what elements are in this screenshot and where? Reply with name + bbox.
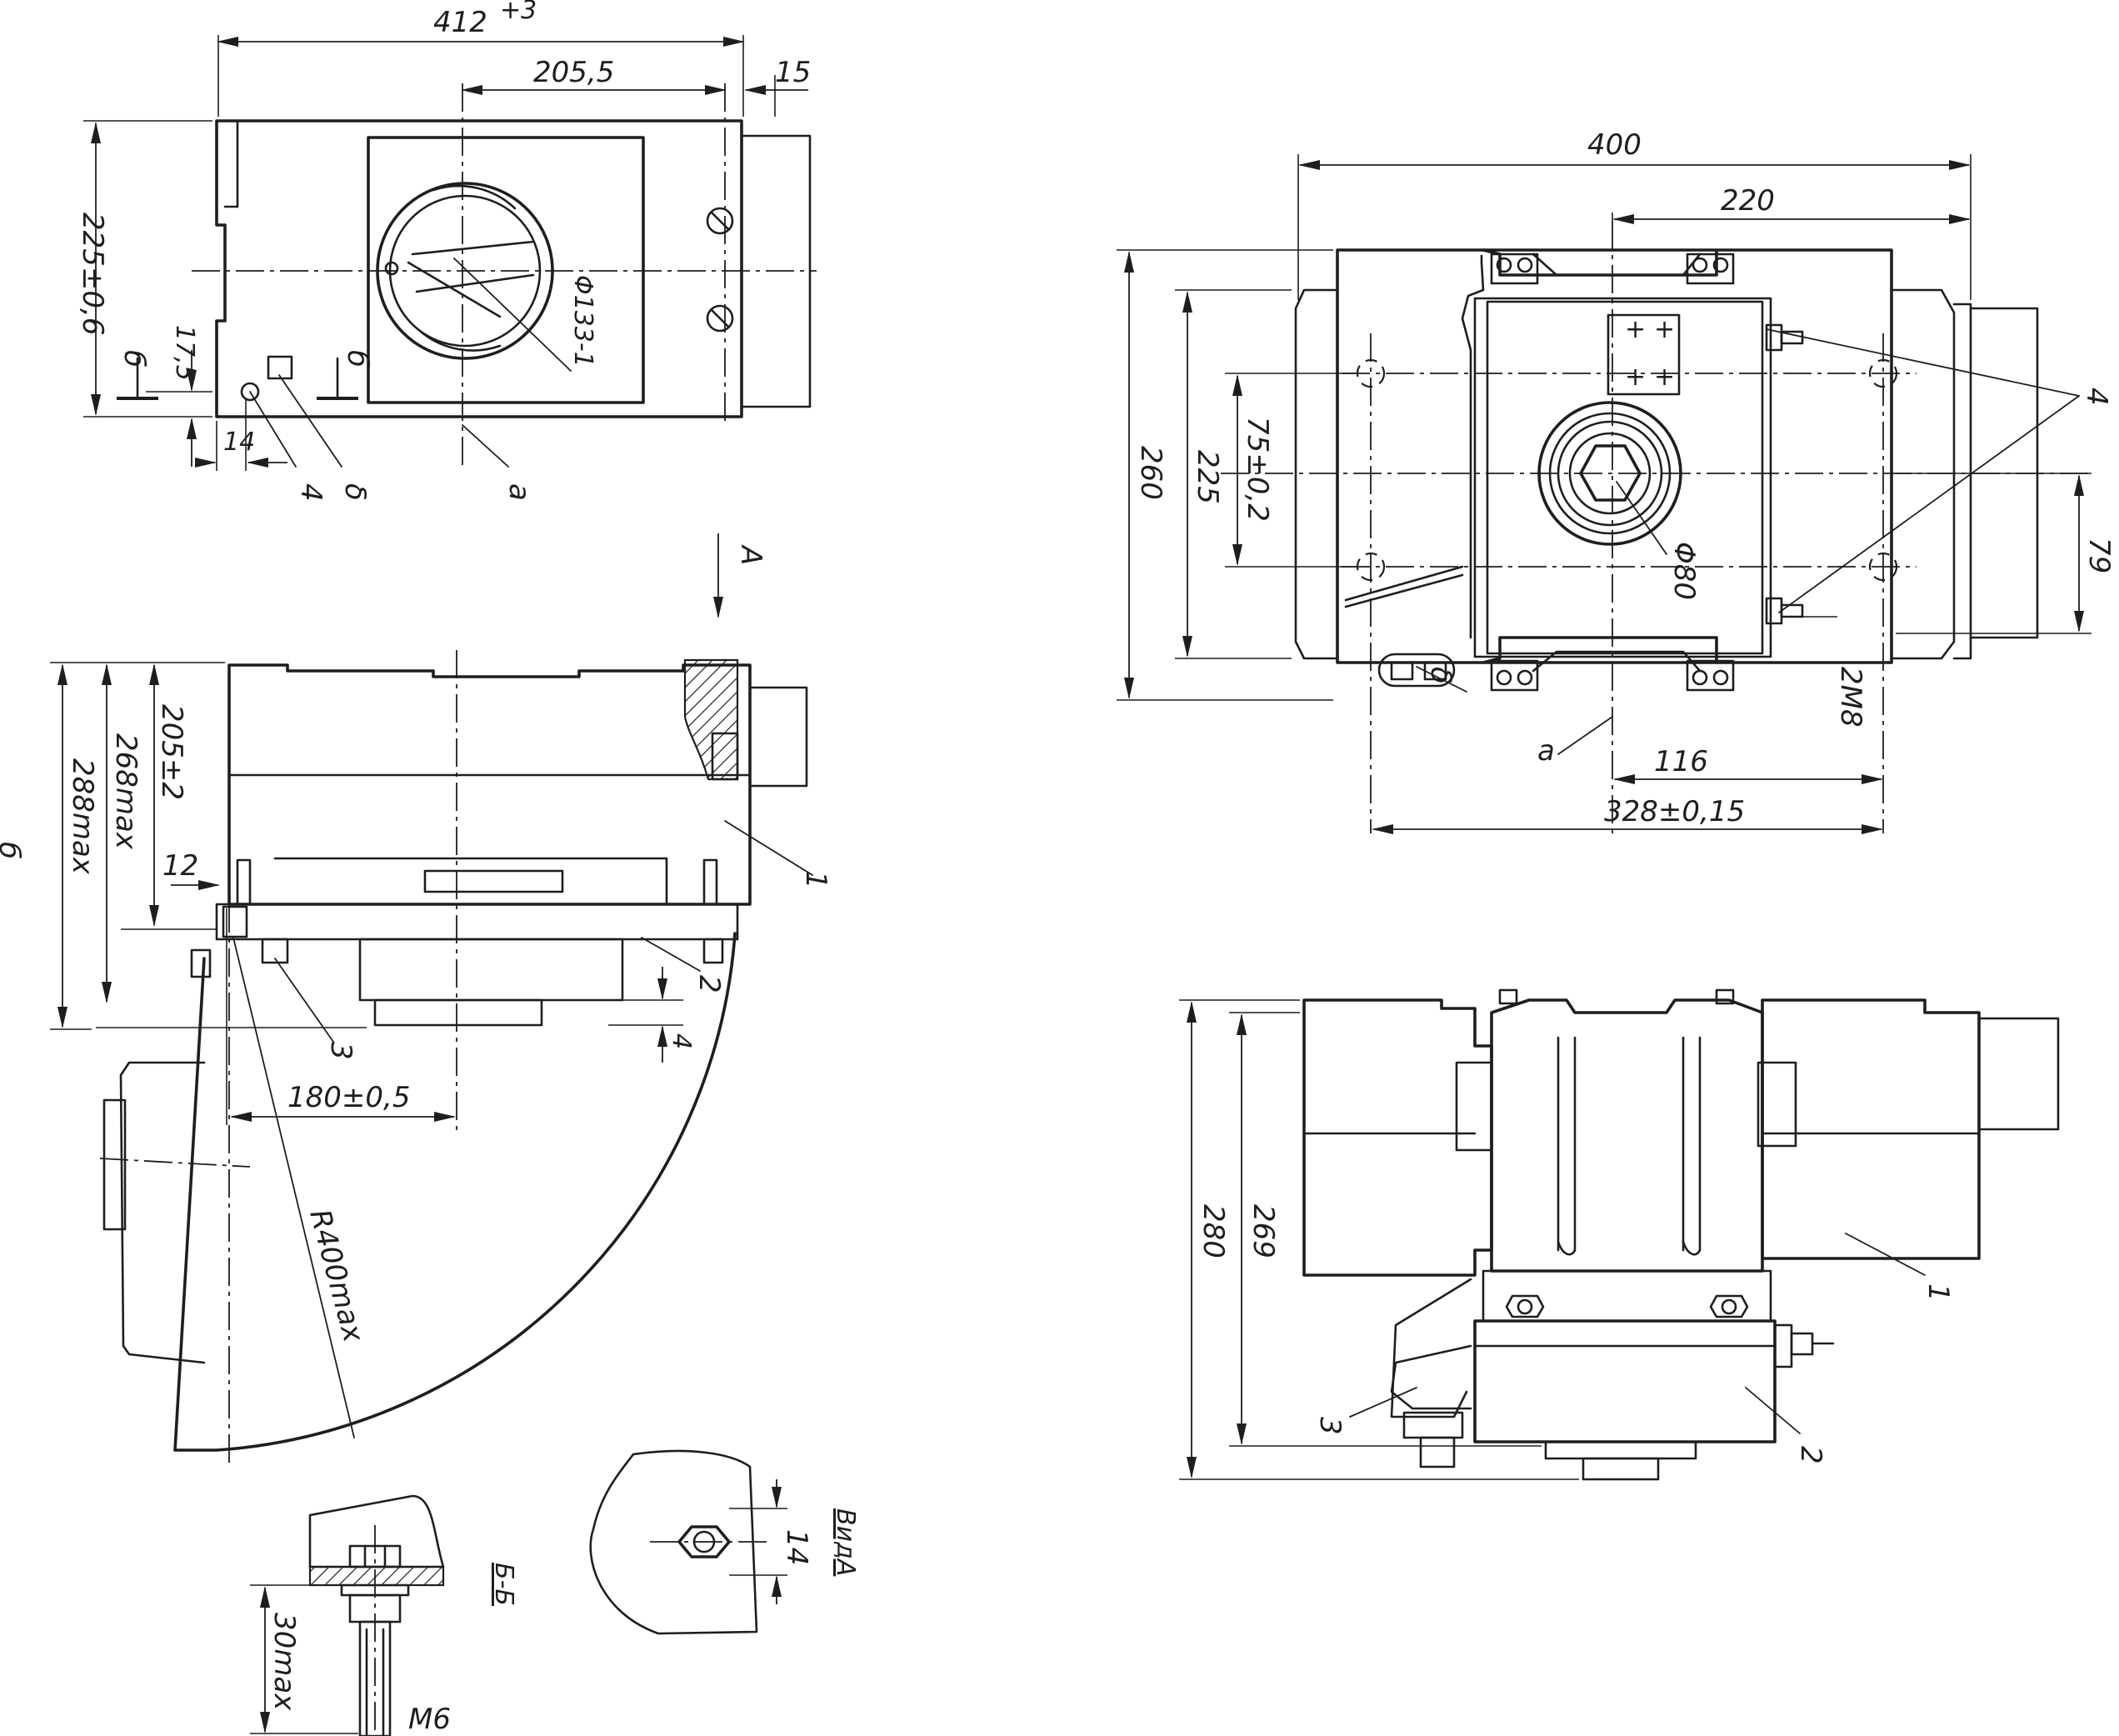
- dim-280: 280: [1197, 1204, 1230, 1258]
- radius-400: R400max: [302, 1206, 370, 1346]
- dim-225-plan: 225: [1191, 450, 1224, 504]
- front-elevation: 280 269 1 2 3: [1179, 988, 2060, 1481]
- centerline-label-a: а: [502, 483, 536, 501]
- plus-mark: +: [1654, 363, 1675, 392]
- dim-15: 15: [775, 56, 811, 89]
- part-label-2-side: 2: [692, 975, 726, 993]
- centerline-label-a-plan: а: [1537, 734, 1555, 768]
- dia-133: Φ133-1: [568, 275, 597, 368]
- plus-mark: +: [1625, 363, 1646, 392]
- view-a-title: ВидA: [831, 1508, 860, 1576]
- dim-205-5: 205,5: [533, 56, 614, 89]
- dim-116: 116: [1654, 745, 1708, 778]
- section-b-left: б: [117, 350, 151, 368]
- top-left-view: 412 +3 205,5 15 225±0,6 17,5 14 Φ133-1 б…: [76, 0, 817, 502]
- dim-14-view: 14: [780, 1529, 813, 1565]
- dim-412: 412: [433, 6, 487, 39]
- side-view: 205±2 268max 288max 12 4 180±0,5 R400max…: [0, 650, 832, 1467]
- dim-205-2: 205±2: [155, 704, 188, 800]
- view-a-detail: 14 ВидA: [589, 1449, 860, 1635]
- dim-17-5: 17,5: [170, 325, 199, 381]
- plus-mark: +: [1654, 315, 1675, 344]
- thread-2m8: 2M8: [1834, 667, 1867, 728]
- section-bb: 30max M6 Б-Б: [250, 1494, 518, 1736]
- dim-225-tol: 225±0,6: [76, 213, 109, 335]
- dim-4-side: 4: [667, 1033, 696, 1049]
- view-arrow-a: A: [713, 533, 767, 618]
- dim-268-max: 268max: [109, 733, 142, 850]
- dim-79: 79: [2082, 538, 2116, 573]
- dim-328: 328±0,15: [1604, 795, 1745, 828]
- part-label-4: 4: [294, 483, 327, 502]
- dim-12: 12: [162, 849, 198, 883]
- dia-80: Φ80: [1667, 542, 1701, 600]
- part-label-3-front: 3: [1313, 1417, 1347, 1435]
- dim-75: 75±0,2: [1241, 417, 1274, 522]
- dim-412-tolerance: +3: [500, 0, 537, 25]
- plus-mark: +: [1625, 315, 1646, 344]
- thread-m6: M6: [408, 1703, 451, 1736]
- part-label-1-front: 1: [1922, 1283, 1955, 1302]
- plan-view: + + + +: [1117, 128, 2116, 834]
- section-label-b: б: [0, 842, 26, 859]
- dim-269: 269: [1247, 1204, 1280, 1258]
- view-arrow-letter: A: [734, 544, 767, 565]
- part-label-3-side: 3: [324, 1042, 357, 1060]
- section-b-right: б: [341, 350, 374, 368]
- part-label-2-front: 2: [1794, 1446, 1827, 1464]
- dim-180: 180±0,5: [287, 1081, 410, 1114]
- part-label-delta: δ: [338, 483, 372, 501]
- part-label-4-plan: 4: [2080, 388, 2113, 406]
- section-bb-title: Б-Б: [489, 1563, 518, 1606]
- part-label-1-side: 1: [799, 871, 832, 889]
- dim-30-max: 30max: [267, 1613, 301, 1711]
- dim-288-max: 288max: [66, 758, 99, 875]
- part-label-delta-plan: δ: [1424, 667, 1457, 684]
- dim-14-left: 14: [223, 428, 255, 457]
- dim-400: 400: [1587, 128, 1642, 162]
- dim-260: 260: [1134, 446, 1167, 500]
- dim-220: 220: [1721, 184, 1775, 218]
